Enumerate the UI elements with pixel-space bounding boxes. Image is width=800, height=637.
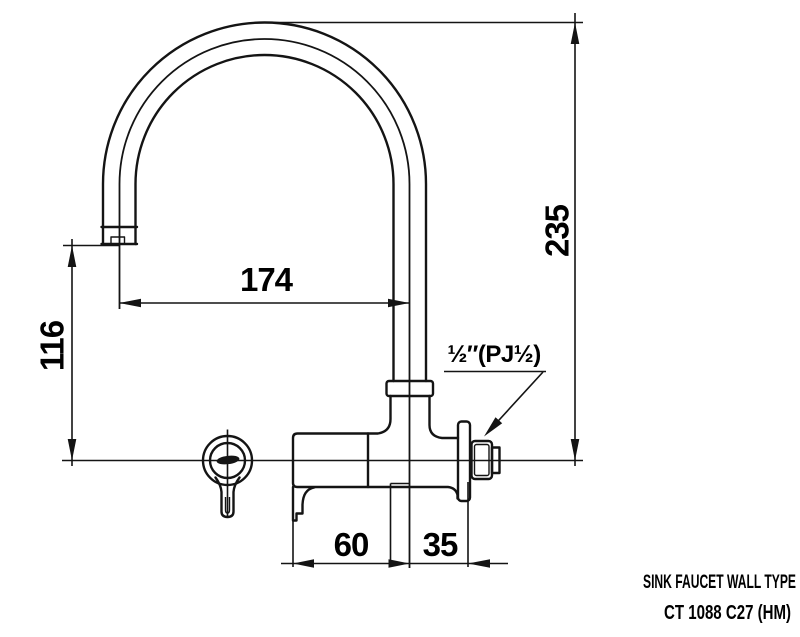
dim-label-height: 235 bbox=[539, 204, 576, 257]
aerator-outlet bbox=[110, 236, 126, 245]
body-left-and-barrel bbox=[291, 394, 459, 500]
gooseneck-spout bbox=[101, 21, 428, 383]
thread-callout: ½″(PJ½) bbox=[444, 341, 546, 437]
model-code: CT 1088 C27 (HM) bbox=[664, 602, 791, 624]
body-right-side bbox=[428, 394, 460, 440]
dim-label-clearance: 116 bbox=[34, 320, 71, 371]
handle-outer-ring bbox=[201, 434, 254, 487]
arrowhead-right-outside bbox=[468, 559, 490, 568]
arrowhead-middle bbox=[388, 559, 410, 568]
dim-bottom-row: 60 35 bbox=[281, 482, 508, 568]
dim-label-body-length: 60 bbox=[334, 526, 369, 563]
leader-arrowhead bbox=[484, 417, 503, 437]
handle-inner-ring bbox=[208, 441, 247, 480]
spout-inner-contour bbox=[134, 53, 395, 383]
dim-label-reach: 174 bbox=[240, 261, 294, 298]
spout-outer-contour bbox=[101, 21, 428, 383]
dim-spout-clearance: 116 bbox=[34, 239, 120, 466]
spout-collar bbox=[385, 379, 435, 398]
connection-nut-facet bbox=[473, 443, 490, 477]
pipe-stub bbox=[490, 446, 501, 475]
arrowhead-left bbox=[119, 298, 141, 308]
dim-overall-height: 235 bbox=[262, 13, 583, 466]
wall-flange bbox=[456, 420, 472, 503]
spout-axis-centerline bbox=[118, 38, 411, 568]
brand-logo-mark bbox=[216, 455, 240, 465]
arrowhead-down bbox=[570, 439, 580, 461]
handle-lever-inner bbox=[224, 497, 231, 514]
wall-connection bbox=[456, 420, 501, 503]
arrowhead-down bbox=[67, 439, 77, 461]
captions: SINK FAUCET WALL TYPE CT 1088 C27 (HM) bbox=[643, 572, 796, 624]
arrowhead-right bbox=[388, 298, 410, 308]
dim-spout-reach: 174 bbox=[119, 261, 410, 308]
handle-lever bbox=[214, 476, 241, 519]
spout-tip bbox=[100, 225, 139, 246]
arrowhead-up bbox=[570, 22, 580, 44]
valve-body bbox=[291, 379, 460, 522]
thread-label: ½″(PJ½) bbox=[447, 341, 540, 368]
product-title: SINK FAUCET WALL TYPE bbox=[643, 572, 796, 593]
arrowhead-left bbox=[293, 559, 314, 568]
dim-label-wall-distance: 35 bbox=[423, 526, 458, 563]
lower-bracket-profile bbox=[291, 485, 316, 522]
body-under-edge-line bbox=[389, 482, 410, 561]
arrowhead-up bbox=[67, 245, 77, 267]
handle bbox=[201, 434, 254, 519]
